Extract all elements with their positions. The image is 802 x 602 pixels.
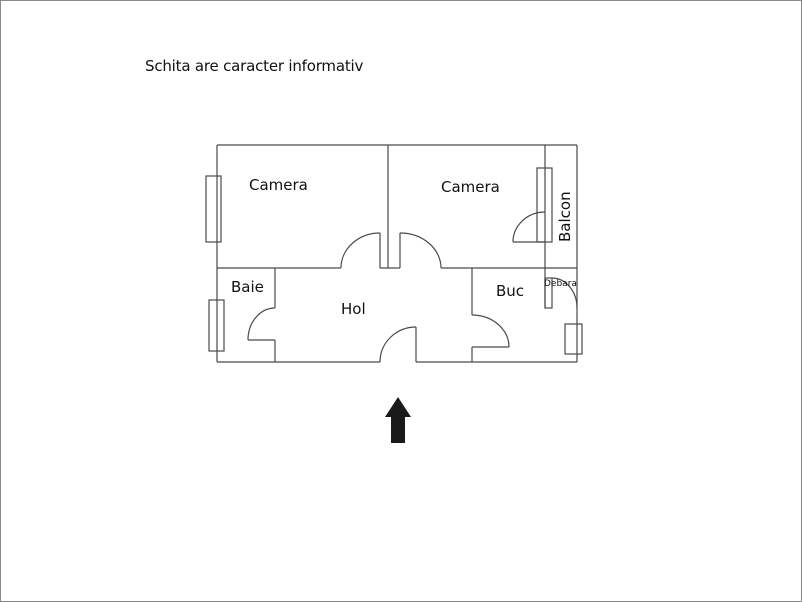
door-arc-baie [247, 307, 276, 341]
label-balcon: Balcon [556, 191, 574, 242]
label-camera-right: Camera [441, 178, 500, 196]
door-arc-camera-right [399, 232, 442, 269]
door-arc-balcon [512, 211, 546, 243]
door-arc-debara [551, 277, 578, 309]
label-hol: Hol [341, 300, 366, 318]
window-baie [208, 299, 225, 352]
door-arc-entrance [379, 326, 417, 363]
label-baie: Baie [231, 278, 264, 296]
window-debara [564, 323, 583, 355]
window-camera-left [205, 175, 222, 243]
disclaimer-caption: Schita are caracter informativ [145, 57, 364, 75]
label-buc: Buc [496, 282, 524, 300]
door-arc-camera-left [340, 232, 381, 269]
label-camera-left: Camera [249, 176, 308, 194]
door-arc-buc [471, 314, 510, 348]
door-debara-leaf [544, 277, 553, 309]
entrance-arrow-up-icon [385, 397, 411, 443]
label-debara: Debara [544, 279, 577, 289]
